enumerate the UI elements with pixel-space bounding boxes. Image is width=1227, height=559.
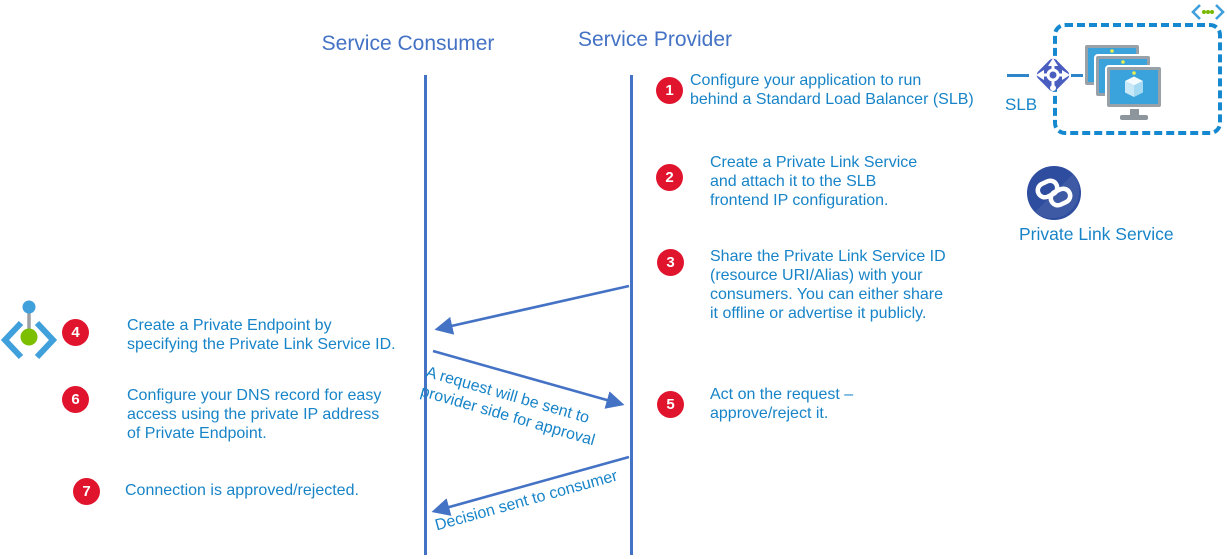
load-balancer-icon (1036, 58, 1070, 92)
private-endpoint-icon (0, 300, 58, 360)
private-link-service-icon (1027, 166, 1081, 220)
decision-arrow-label: Decision sent to consumer (433, 467, 620, 535)
step-badge-2: 2 (656, 164, 683, 191)
step-badge-3: 3 (657, 249, 684, 276)
request-arrow-label: A request will be sent to provider side … (418, 363, 597, 450)
consumer-lifeline (424, 75, 427, 555)
virtual-machines-icon (1083, 43, 1163, 120)
consumer-lane-header: Service Consumer (321, 32, 495, 55)
slb-label: SLB (1005, 95, 1038, 114)
step-text-5: Act on the request – approve/reject it. (710, 386, 854, 422)
step-text-1: Configure your application to run behind… (690, 72, 974, 108)
step-text-7: Connection is approved/rejected. (125, 482, 359, 499)
step-text-6: Configure your DNS record for easy acces… (127, 387, 382, 442)
step-text-3: Share the Private Link Service ID (resou… (710, 248, 946, 322)
code-brackets-icon (1191, 4, 1225, 20)
private-link-service-label: Private Link Service (1019, 224, 1174, 244)
share-id-arrow (434, 284, 630, 335)
provider-lane-header: Service Provider (577, 28, 733, 51)
slb-left-connector (1007, 74, 1029, 77)
step-badge-4: 4 (62, 319, 89, 346)
step-badge-6: 6 (62, 386, 89, 413)
provider-lifeline (630, 75, 633, 555)
step-text-4: Create a Private Endpoint by specifying … (127, 317, 396, 353)
step-badge-1: 1 (656, 77, 683, 104)
step-badge-5: 5 (657, 391, 684, 418)
step-badge-7: 7 (73, 478, 100, 505)
step-text-2: Create a Private Link Service and attach… (710, 154, 918, 209)
